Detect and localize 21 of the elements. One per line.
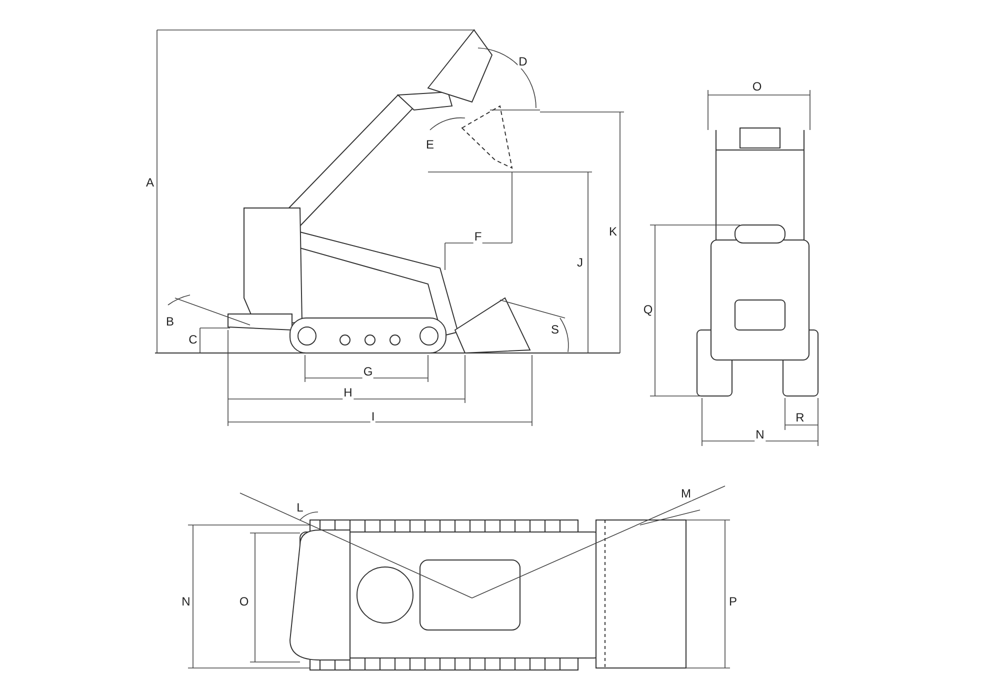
dimension-letter: C	[188, 334, 198, 346]
dimension-letter: N	[754, 428, 766, 442]
dimension-letter: J	[576, 256, 584, 270]
dimension-letter: A	[145, 176, 155, 190]
dimension-letter: O	[751, 80, 763, 94]
dimension-letter: N	[180, 596, 192, 608]
dimension-letter: R	[794, 412, 806, 424]
dimension-letter: G	[362, 366, 374, 378]
dimension-letter: E	[425, 138, 435, 152]
dimension-letter: H	[342, 386, 354, 400]
dimension-letter: Q	[642, 304, 654, 316]
dimension-letter: O	[238, 596, 250, 608]
dimension-letter: F	[473, 230, 483, 244]
dimension-letter: M	[680, 488, 692, 500]
dimension-letter: P	[728, 596, 738, 608]
dimension-letter: I	[370, 410, 376, 424]
dimension-letter: D	[518, 56, 528, 68]
dimension-letter: S	[550, 324, 560, 336]
dimension-letter: K	[608, 226, 618, 238]
dimension-letter: B	[165, 316, 175, 328]
dimension-letter: L	[296, 502, 304, 514]
